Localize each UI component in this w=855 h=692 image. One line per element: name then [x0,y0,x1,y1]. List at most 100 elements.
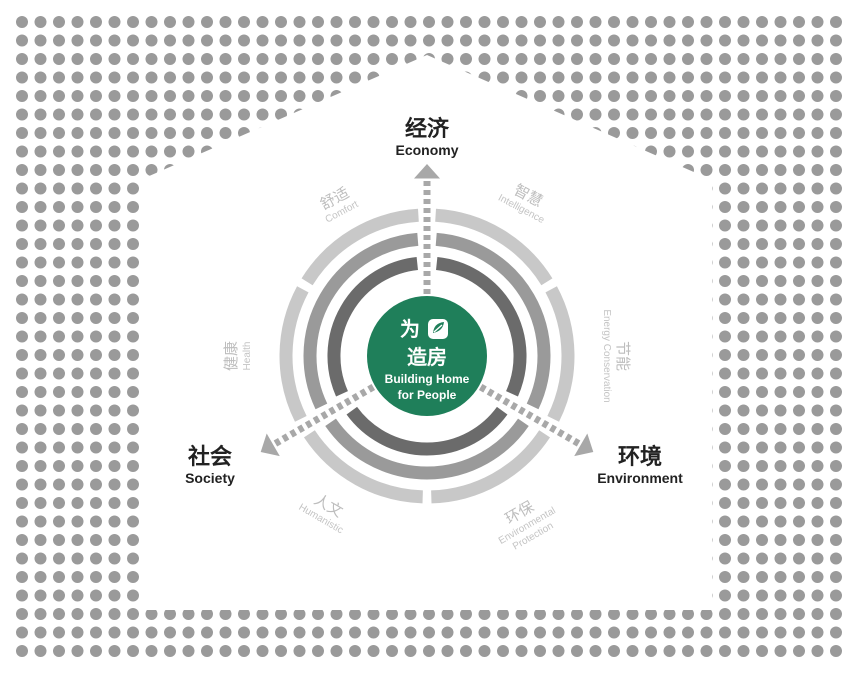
background-dot [774,626,787,639]
background-dot [571,386,583,398]
background-dot [756,367,768,380]
background-dot [589,423,602,435]
background-dot [571,478,583,491]
background-dot [737,256,750,269]
background-dot [127,219,139,232]
background-dot [219,127,232,139]
background-dot [53,16,65,28]
background-dot [90,571,102,583]
background-dot [164,293,176,306]
background-dot [127,275,139,287]
background-dot [53,589,65,602]
background-dot [700,497,713,509]
background-dot [108,367,121,380]
background-dot [71,608,84,620]
background-dot [386,127,398,139]
background-dot [830,534,842,546]
background-dot [663,145,676,158]
background-dot [219,34,232,47]
background-dot [460,589,472,602]
background-dot [145,386,158,398]
background-dot [497,645,509,657]
background-dot [275,626,287,639]
background-dot [219,515,232,528]
background-dot [626,534,639,546]
background-dot [478,626,491,639]
background-dot [71,497,84,509]
background-dot [293,182,306,195]
background-dot [404,53,417,65]
background-dot [34,404,47,417]
background-dot [164,571,176,583]
background-dot [460,90,472,102]
environment-arrow-head [574,433,594,457]
background-dot [367,534,380,546]
background-dot [534,608,546,620]
background-dot [515,645,528,657]
background-dot [16,608,28,620]
background-dot [571,571,583,583]
background-dot [16,256,28,269]
background-dot [793,386,805,398]
background-dot [367,108,380,121]
background-dot [127,478,139,491]
background-dot [682,53,694,65]
background-dot [182,330,195,343]
background-dot [663,349,676,361]
background-dot [71,108,84,121]
background-dot [108,497,121,509]
background-dot [330,589,343,602]
background-dot [238,626,250,639]
background-dot [53,90,65,102]
background-dot [645,145,657,158]
background-dot [774,312,787,324]
background-dot [423,608,435,620]
background-dot [756,552,768,565]
background-dot [811,16,824,28]
background-dot [460,16,472,28]
background-dot [386,34,398,47]
background-dot [645,108,657,121]
background-dot [460,404,472,417]
background-dot [460,534,472,546]
background-dot [571,275,583,287]
background-dot [589,108,602,121]
background-dot [127,201,139,213]
background-dot [330,608,343,620]
background-dot [256,127,269,139]
background-dot [423,645,435,657]
background-dot [793,312,805,324]
background-dot [238,201,250,213]
background-dot [349,608,361,620]
background-dot [756,219,768,232]
background-dot [71,127,84,139]
background-dot [34,145,47,158]
background-dot [460,515,472,528]
background-dot [386,645,398,657]
axis-society-en: Society [185,470,235,486]
background-dot [737,127,750,139]
background-dot [552,441,565,454]
background-dot [256,90,269,102]
background-dot [774,349,787,361]
background-dot [238,460,250,472]
background-dot [34,127,47,139]
background-dot [571,71,583,84]
background-dot [830,293,842,306]
background-dot [719,645,731,657]
background-dot [108,127,121,139]
background-dot [201,90,213,102]
background-dot [256,571,269,583]
background-dot [90,182,102,195]
background-dot [830,238,842,250]
background-dot [404,164,417,176]
background-dot [423,53,435,65]
background-dot [682,460,694,472]
background-dot [127,90,139,102]
background-dot [552,16,565,28]
background-dot [830,460,842,472]
background-dot [589,497,602,509]
background-dot [608,182,620,195]
background-dot [645,90,657,102]
background-dot [441,34,454,47]
